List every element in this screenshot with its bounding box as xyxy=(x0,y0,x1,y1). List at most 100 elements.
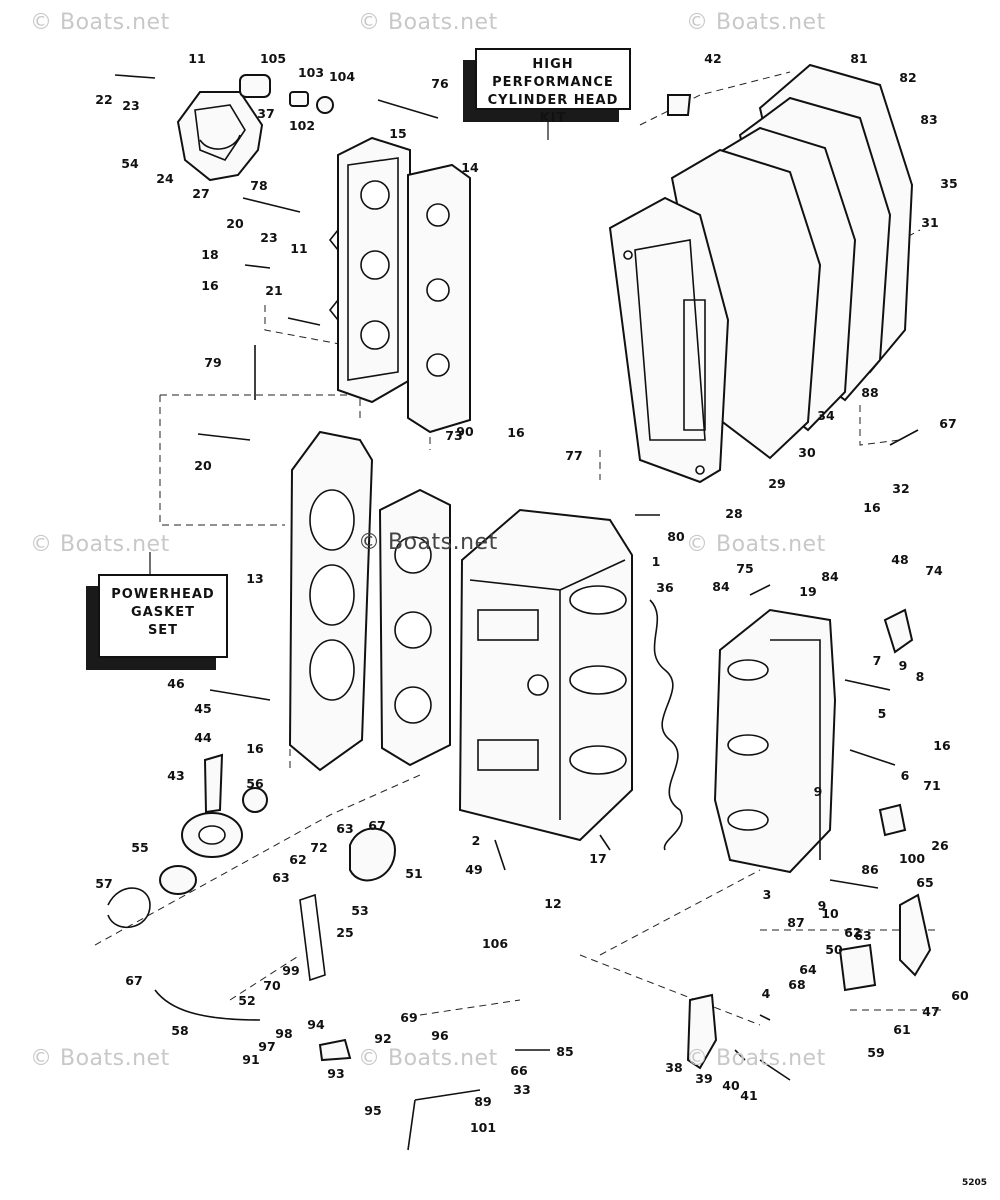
callout-1: 1 xyxy=(652,554,661,569)
callout-55: 55 xyxy=(131,840,148,855)
connecting-rod xyxy=(686,993,791,1081)
callout-66: 66 xyxy=(510,1063,528,1078)
callout-11: 11 xyxy=(188,51,205,66)
callout-43: 43 xyxy=(167,768,184,783)
callout-18: 18 xyxy=(201,247,218,262)
callout-16: 16 xyxy=(201,278,219,293)
callout-83: 83 xyxy=(920,112,937,127)
gasket-set-line-2: GASKET xyxy=(131,605,195,620)
callout-90: 90 xyxy=(456,424,474,439)
callout-4: 4 xyxy=(762,986,771,1001)
callout-84: 84 xyxy=(712,579,730,594)
callout-69: 69 xyxy=(400,1010,417,1025)
watermark: © Boats.net xyxy=(358,10,498,35)
callout-103: 103 xyxy=(298,65,324,80)
fasteners xyxy=(114,74,919,1051)
cylinder-block xyxy=(458,508,633,842)
callout-96: 96 xyxy=(431,1028,449,1043)
callout-52: 52 xyxy=(238,993,255,1008)
callout-41: 41 xyxy=(740,1088,757,1103)
callout-34: 34 xyxy=(817,408,835,423)
crankcase-half xyxy=(713,608,837,874)
drawing-code: 5205 xyxy=(962,1178,988,1188)
callout-56: 56 xyxy=(246,776,264,791)
callout-63: 63 xyxy=(336,821,353,836)
callout-72: 72 xyxy=(310,840,327,855)
callout-10: 10 xyxy=(821,906,839,921)
callout-92: 92 xyxy=(374,1031,391,1046)
callout-38: 38 xyxy=(665,1060,682,1075)
kit-title-line-1: HIGH PERFORMANCE xyxy=(492,57,614,90)
callout-58: 58 xyxy=(171,1023,188,1038)
callout-67: 67 xyxy=(368,818,385,833)
callout-102: 102 xyxy=(289,118,315,133)
callout-15: 15 xyxy=(389,126,406,141)
callout-53: 53 xyxy=(351,903,368,918)
callout-81: 81 xyxy=(850,51,867,66)
callout-62: 62 xyxy=(844,925,861,940)
callout-39: 39 xyxy=(695,1071,712,1086)
callout-67: 67 xyxy=(125,973,142,988)
watermark: © Boats.net xyxy=(686,10,826,35)
callout-21: 21 xyxy=(265,283,282,298)
callout-64: 64 xyxy=(799,962,817,977)
callout-5: 5 xyxy=(878,706,887,721)
callout-49: 49 xyxy=(465,862,482,877)
callout-45: 45 xyxy=(194,701,211,716)
bracket-assembly xyxy=(838,608,932,992)
callout-98: 98 xyxy=(275,1026,292,1041)
callout-22: 22 xyxy=(95,92,112,107)
callout-14: 14 xyxy=(461,160,479,175)
callout-104: 104 xyxy=(329,69,355,84)
callout-99: 99 xyxy=(282,963,299,978)
callout-32: 32 xyxy=(892,481,909,496)
callout-13: 13 xyxy=(246,571,263,586)
callout-8: 8 xyxy=(916,669,925,684)
callout-23: 23 xyxy=(122,98,139,113)
throttle-cam-and-linkage xyxy=(107,753,481,1151)
callout-9: 9 xyxy=(899,658,908,673)
watermark: © Boats.net xyxy=(686,532,826,557)
callout-91: 91 xyxy=(242,1052,259,1067)
callout-12: 12 xyxy=(544,896,561,911)
callout-30: 30 xyxy=(798,445,816,460)
head-gasket xyxy=(407,163,471,434)
callout-20: 20 xyxy=(194,458,212,473)
callout-11: 11 xyxy=(290,241,307,256)
high-performance-cylinder-head-kit-box: HIGH PERFORMANCE CYLINDER HEAD KIT xyxy=(475,48,631,126)
callout-76: 76 xyxy=(431,76,449,91)
callout-54: 54 xyxy=(121,156,139,171)
callout-6: 6 xyxy=(901,768,910,783)
callout-94: 94 xyxy=(307,1017,325,1032)
callout-84: 84 xyxy=(821,569,839,584)
callout-24: 24 xyxy=(156,171,174,186)
exhaust-cover-stack xyxy=(608,63,914,484)
callout-95: 95 xyxy=(364,1103,381,1118)
callout-25: 25 xyxy=(336,925,353,940)
gasket-set-line-3: SET xyxy=(147,623,179,638)
callout-7: 7 xyxy=(873,653,882,668)
callout-74: 74 xyxy=(925,563,943,578)
callout-88: 88 xyxy=(861,385,878,400)
callout-93: 93 xyxy=(327,1066,344,1081)
watermark: © Boats.net xyxy=(30,532,170,557)
callout-70: 70 xyxy=(263,978,281,993)
callout-48: 48 xyxy=(891,552,908,567)
callout-40: 40 xyxy=(722,1078,740,1093)
callout-75: 75 xyxy=(736,561,753,576)
callout-28: 28 xyxy=(725,506,742,521)
callout-9: 9 xyxy=(814,784,823,799)
callout-60: 60 xyxy=(951,988,969,1003)
callout-86: 86 xyxy=(861,862,879,877)
callout-36: 36 xyxy=(656,580,674,595)
callout-82: 82 xyxy=(899,70,916,85)
watermark: © Boats.net xyxy=(30,10,170,35)
callout-35: 35 xyxy=(940,176,957,191)
callout-79: 79 xyxy=(204,355,221,370)
callout-27: 27 xyxy=(192,186,209,201)
kit-title-line-2: CYLINDER HEAD KIT xyxy=(487,93,619,126)
callout-19: 19 xyxy=(799,584,816,599)
callout-100: 100 xyxy=(899,851,925,866)
powerhead-gasket-set-box: POWERHEAD GASKET SET xyxy=(98,574,228,658)
